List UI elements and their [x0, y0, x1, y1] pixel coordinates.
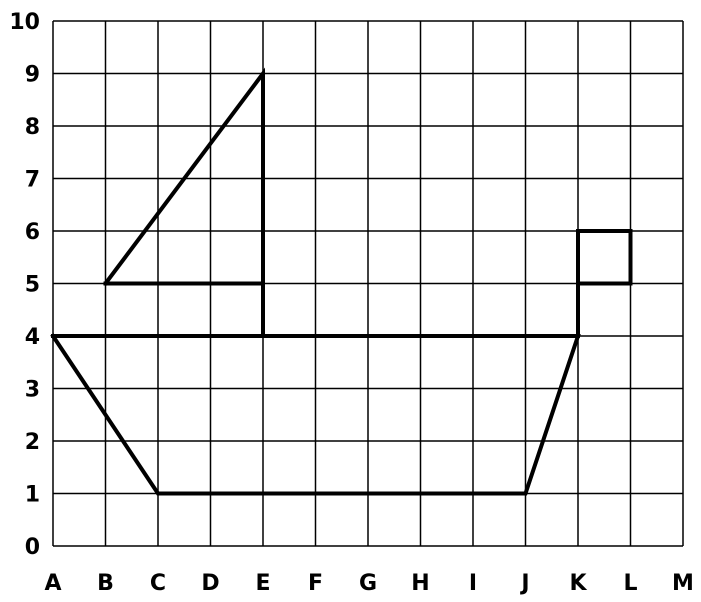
- y-axis-label: 8: [25, 115, 40, 140]
- y-axis-label: 6: [25, 220, 40, 245]
- x-axis-label: L: [623, 571, 637, 596]
- y-axis-label: 1: [25, 483, 40, 508]
- x-axis-label: G: [359, 571, 377, 596]
- x-axis-label: F: [308, 571, 323, 596]
- y-axis-label: 9: [25, 63, 40, 88]
- y-axis-labels: 0 1 2 3 4 5 6 7 8 9 10: [9, 10, 40, 560]
- x-axis-label: B: [97, 571, 114, 596]
- y-axis-label: 7: [25, 168, 40, 193]
- y-axis-label: 10: [9, 10, 40, 35]
- y-axis-label: 2: [25, 430, 40, 455]
- x-axis-label: A: [44, 571, 61, 596]
- x-axis-label: H: [411, 571, 429, 596]
- y-axis-label: 0: [25, 535, 40, 560]
- x-axis-labels: A B C D E F G H I J K L M: [44, 571, 693, 596]
- x-axis-label: J: [519, 571, 529, 596]
- flag-square: [578, 231, 631, 284]
- x-axis-label: I: [469, 571, 477, 596]
- y-axis-label: 5: [25, 273, 40, 298]
- x-axis-label: M: [672, 571, 694, 596]
- y-axis-label: 4: [25, 325, 40, 350]
- x-axis-label: E: [255, 571, 270, 596]
- x-axis-label: D: [201, 571, 219, 596]
- y-axis-label: 3: [25, 378, 40, 403]
- x-axis-label: C: [150, 571, 166, 596]
- x-axis-label: K: [569, 571, 587, 596]
